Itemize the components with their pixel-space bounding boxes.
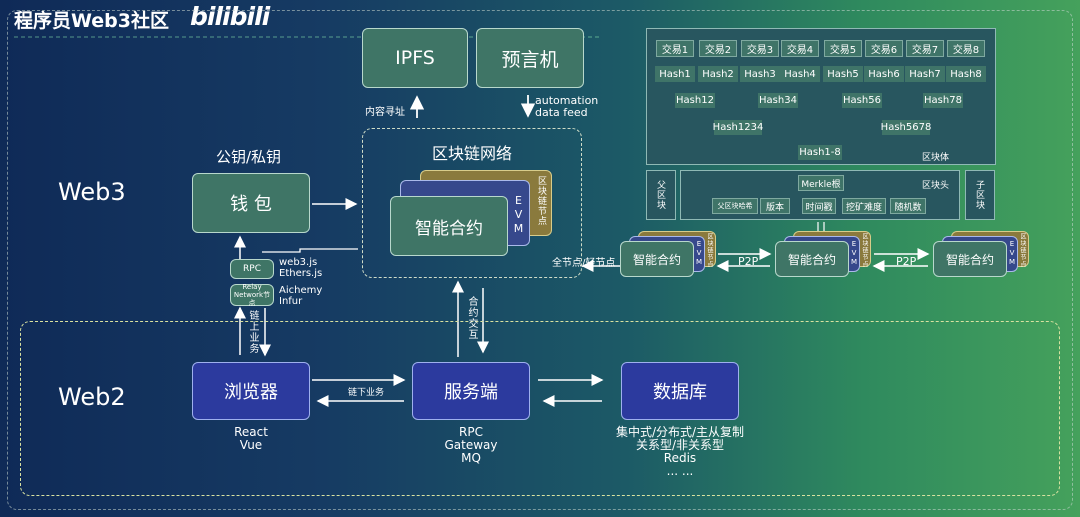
community-title: 程序员Web3社区	[14, 10, 169, 32]
tech-item: RPC	[459, 425, 483, 439]
hash-root: Hash1-8	[798, 145, 842, 160]
server-box: 服务端	[412, 362, 530, 420]
tx-cell: 交易5	[824, 40, 862, 57]
tech-item: Vue	[239, 438, 263, 452]
tx-cell: 交易1	[656, 40, 694, 57]
rpc-box: RPC	[230, 259, 274, 279]
web3js-label: web3.js	[279, 257, 318, 268]
node-contract-box: 智能合约	[933, 241, 1007, 277]
hash-level3: Hash5678	[880, 120, 932, 135]
hash-leaf: Hash5	[823, 66, 863, 82]
header-field: 版本	[760, 198, 790, 214]
node-tag-label: 区块链节点	[706, 233, 713, 268]
tech-item: 集中式/分布式/主从复制	[615, 425, 745, 439]
alchemy-label: Aichemy	[279, 285, 323, 296]
browser-box: 浏览器	[192, 362, 310, 420]
relay-network-box: Relay Network节点	[230, 283, 274, 307]
hash-level2: Hash34	[758, 93, 798, 108]
web3-layer-label: Web3	[58, 178, 126, 206]
hash-level2: Hash56	[842, 93, 882, 108]
ipfs-box: IPFS	[362, 28, 468, 88]
blockchain-network-frame	[362, 128, 582, 278]
block-body-label: 区块体	[922, 153, 950, 163]
offchain-biz-label: 链下业务	[348, 388, 385, 398]
web2-frame	[20, 321, 1060, 496]
bilibili-logo: bilibili	[190, 2, 270, 31]
oracle-box: 预言机	[476, 28, 584, 88]
hash-leaf: Hash3	[740, 66, 780, 82]
hash-level2: Hash78	[923, 93, 963, 108]
header-field: 时间戳	[802, 198, 836, 214]
tech-item: React	[234, 425, 268, 439]
child-block	[965, 170, 995, 220]
ethersjs-label: Ethers.js	[279, 268, 323, 279]
infur-label: Infur	[279, 296, 303, 307]
node-contract-box: 智能合约	[775, 241, 849, 277]
hash-leaf: Hash1	[655, 66, 695, 82]
node-tag-label: 区块链节点	[1019, 233, 1026, 268]
tech-item: MQ	[461, 451, 481, 465]
chain-biz-label: 链上业务	[247, 310, 258, 354]
database-box: 数据库	[621, 362, 739, 420]
tx-cell: 交易2	[699, 40, 737, 57]
evm-label: EVM	[695, 240, 703, 267]
header-field: 随机数	[890, 198, 926, 214]
header-field: 父区块哈希	[712, 198, 758, 214]
automation-label: automation	[535, 94, 599, 107]
hash-level2: Hash12	[675, 93, 715, 108]
node-contract-box: 智能合约	[620, 241, 694, 277]
contract-interact-label: 合约交互	[466, 296, 477, 340]
smart-contract-box: 智能合约	[390, 196, 508, 256]
header-field: 挖矿难度	[842, 198, 886, 214]
blockchain-network-title: 区块链网络	[432, 144, 513, 163]
tech-item: Redis	[663, 451, 697, 465]
evm-label: EVM	[850, 240, 858, 267]
block-header-label: 区块头	[922, 181, 950, 191]
tx-cell: 交易3	[741, 40, 779, 57]
hash-level3: Hash1234	[712, 120, 764, 135]
data-feed-label: data feed	[535, 106, 588, 119]
keypair-label: 公钥/私钥	[216, 148, 282, 166]
content-addr-label: 内容寻址	[365, 107, 405, 118]
tech-item: Gateway	[444, 438, 498, 452]
web2-layer-label: Web2	[58, 383, 126, 411]
child-block-label: 子区块	[974, 180, 984, 210]
tech-item: 关系型/非关系型	[635, 438, 725, 452]
hash-leaf: Hash6	[864, 66, 904, 82]
parent-block-label: 父区块	[655, 180, 665, 210]
tx-cell: 交易4	[781, 40, 819, 57]
tx-cell: 交易8	[947, 40, 985, 57]
tx-cell: 交易7	[906, 40, 944, 57]
outer-frame	[7, 10, 1073, 510]
evm-label: EVM	[512, 194, 525, 236]
wallet-box: 钱 包	[192, 173, 310, 233]
hash-leaf: Hash4	[780, 66, 820, 82]
node-tag-label: 区块链节点	[536, 176, 546, 226]
merkle-root: Merkle根	[798, 175, 844, 191]
evm-label: EVM	[1008, 240, 1016, 267]
parent-block	[646, 170, 676, 220]
tx-cell: 交易6	[865, 40, 903, 57]
hash-leaf: Hash7	[905, 66, 945, 82]
p2p-label-2: P2P	[896, 255, 917, 268]
tech-item: ... ...	[666, 464, 694, 478]
hash-leaf: Hash2	[698, 66, 738, 82]
node-tag-label: 区块链节点	[861, 233, 868, 268]
hash-leaf: Hash8	[946, 66, 986, 82]
p2p-label-1: P2P	[738, 255, 759, 268]
full-light-node-label: 全节点/轻节点	[552, 258, 616, 269]
